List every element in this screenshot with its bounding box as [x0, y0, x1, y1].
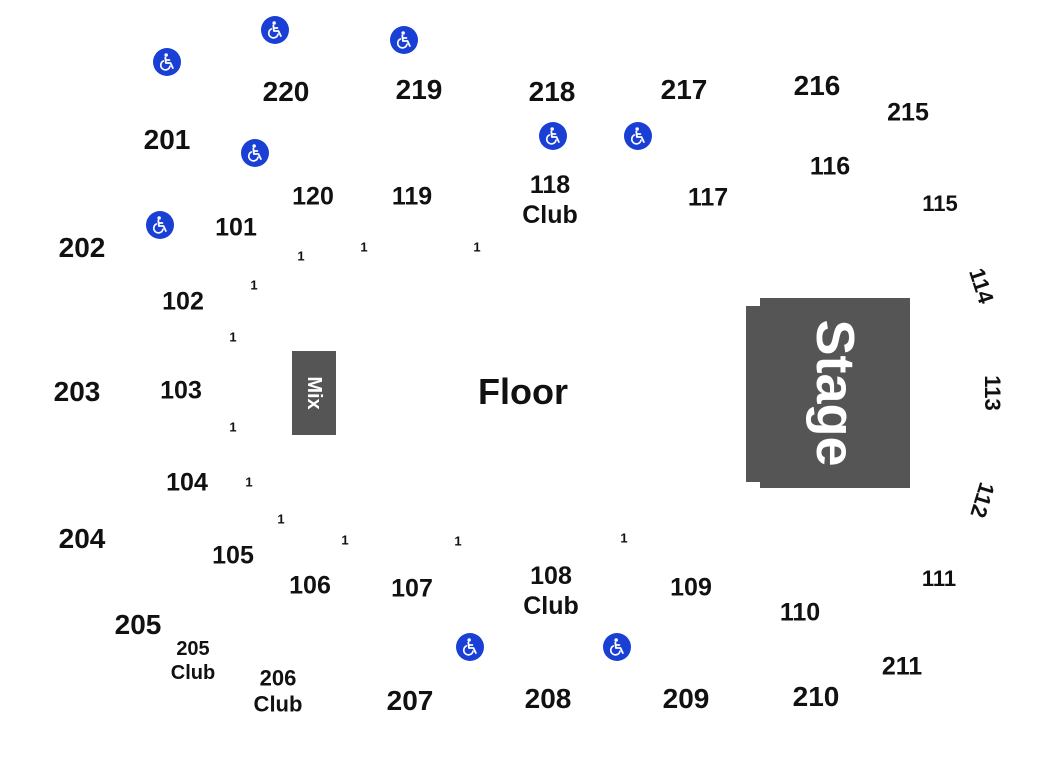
section-204[interactable]: 204 [58, 523, 106, 554]
wheelchair-icon[interactable] [390, 26, 418, 54]
section-206-club[interactable]: 206 Club [253, 665, 303, 717]
section-119[interactable]: 119 [391, 182, 433, 211]
section-219[interactable]: 219 [395, 74, 443, 105]
row-marker: 1 [360, 239, 368, 255]
section-115[interactable]: 115 [922, 191, 958, 216]
wheelchair-icon[interactable] [153, 48, 181, 76]
section-101[interactable]: 101 [215, 213, 257, 242]
section-113[interactable]: 113 [980, 375, 1005, 411]
section-110[interactable]: 110 [779, 598, 821, 627]
wheelchair-icon[interactable] [539, 122, 567, 150]
wheelchair-icon[interactable] [456, 633, 484, 661]
section-109[interactable]: 109 [670, 573, 712, 602]
section-117[interactable]: 117 [687, 183, 729, 212]
stage[interactable] [760, 298, 910, 488]
section-107[interactable]: 107 [391, 574, 433, 603]
row-marker: 1 [341, 532, 349, 548]
section-211[interactable]: 211 [881, 652, 923, 681]
row-marker: 1 [229, 419, 237, 435]
section-210[interactable]: 210 [792, 681, 840, 712]
section-106[interactable]: 106 [289, 571, 331, 600]
section-217[interactable]: 217 [660, 74, 708, 105]
row-marker: 1 [620, 530, 628, 546]
section-114[interactable]: 114 [964, 265, 999, 307]
section-202[interactable]: 202 [58, 232, 106, 263]
section-111[interactable]: 111 [921, 566, 957, 591]
section-201[interactable]: 201 [143, 124, 191, 155]
row-marker: 1 [277, 511, 285, 527]
wheelchair-icon[interactable] [241, 139, 269, 167]
section-209[interactable]: 209 [662, 683, 710, 714]
section-120[interactable]: 120 [292, 182, 334, 211]
wheelchair-icon[interactable] [603, 633, 631, 661]
row-marker: 1 [245, 474, 253, 490]
section-207[interactable]: 207 [386, 685, 434, 716]
row-marker: 1 [229, 329, 237, 345]
section-102[interactable]: 102 [162, 287, 204, 316]
section-118-club[interactable]: 118 Club [522, 171, 578, 229]
section-208[interactable]: 208 [524, 683, 572, 714]
section-205[interactable]: 205 [114, 609, 162, 640]
mix-position [292, 351, 336, 435]
section-205-club[interactable]: 205 Club [170, 638, 216, 684]
row-marker: 1 [454, 533, 462, 549]
section-floor[interactable]: Floor [478, 371, 568, 412]
row-marker: 1 [297, 248, 305, 264]
section-112[interactable]: 112 [965, 479, 1000, 521]
wheelchair-icon[interactable] [261, 16, 289, 44]
stage-label: Stage [805, 319, 865, 467]
wheelchair-icon[interactable] [624, 122, 652, 150]
row-marker: 1 [250, 277, 258, 293]
mix-label: Mix [303, 376, 325, 410]
section-203[interactable]: 203 [53, 376, 101, 407]
section-108-club[interactable]: 108 Club [523, 562, 579, 620]
wheelchair-icon[interactable] [146, 211, 174, 239]
section-104[interactable]: 104 [166, 468, 208, 497]
section-216[interactable]: 216 [793, 70, 841, 101]
section-220[interactable]: 220 [262, 76, 310, 107]
section-116[interactable]: 116 [809, 152, 851, 181]
section-105[interactable]: 105 [212, 541, 254, 570]
row-marker: 1 [473, 239, 481, 255]
section-103[interactable]: 103 [160, 376, 202, 405]
section-218[interactable]: 218 [528, 76, 576, 107]
section-215[interactable]: 215 [887, 98, 929, 127]
